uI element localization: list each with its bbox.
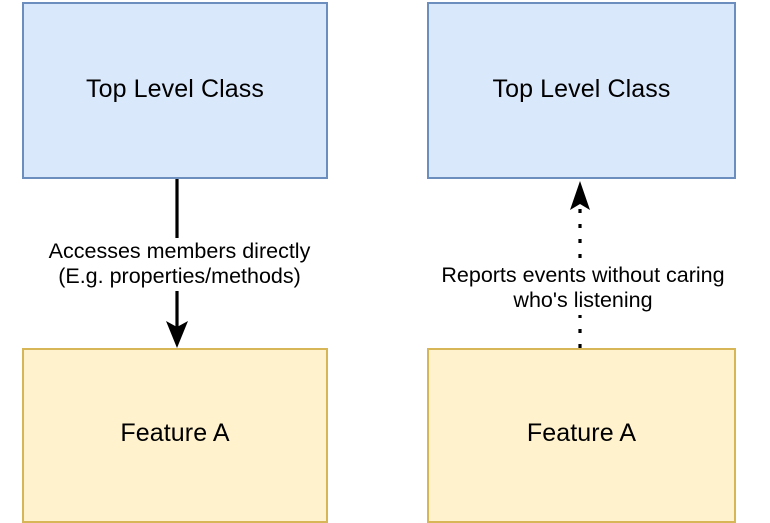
- node-label: Feature A: [120, 419, 230, 448]
- edge-label-line-1: Reports events without caring: [441, 263, 725, 287]
- node-feature-a-right[interactable]: Feature A: [427, 348, 736, 523]
- node-feature-a-left[interactable]: Feature A: [22, 348, 328, 523]
- node-label: Top Level Class: [492, 75, 671, 104]
- edge-label-accesses-members: Accesses members directly (E.g. properti…: [0, 238, 359, 291]
- edge-label-line-1: Accesses members directly: [48, 239, 311, 263]
- edge-accesses-members-arrowhead: [166, 321, 188, 348]
- node-label: Feature A: [526, 419, 637, 448]
- edge-label-reports-events: Reports events without caring who's list…: [396, 262, 770, 315]
- node-top-level-class-left[interactable]: Top Level Class: [22, 2, 328, 179]
- edge-label-line-2: (E.g. properties/methods): [58, 264, 301, 289]
- edge-reports-events-arrowhead: [570, 181, 590, 210]
- node-label: Top Level Class: [86, 75, 264, 104]
- node-top-level-class-right[interactable]: Top Level Class: [427, 2, 736, 179]
- edge-label-line-2: who's listening: [513, 288, 653, 313]
